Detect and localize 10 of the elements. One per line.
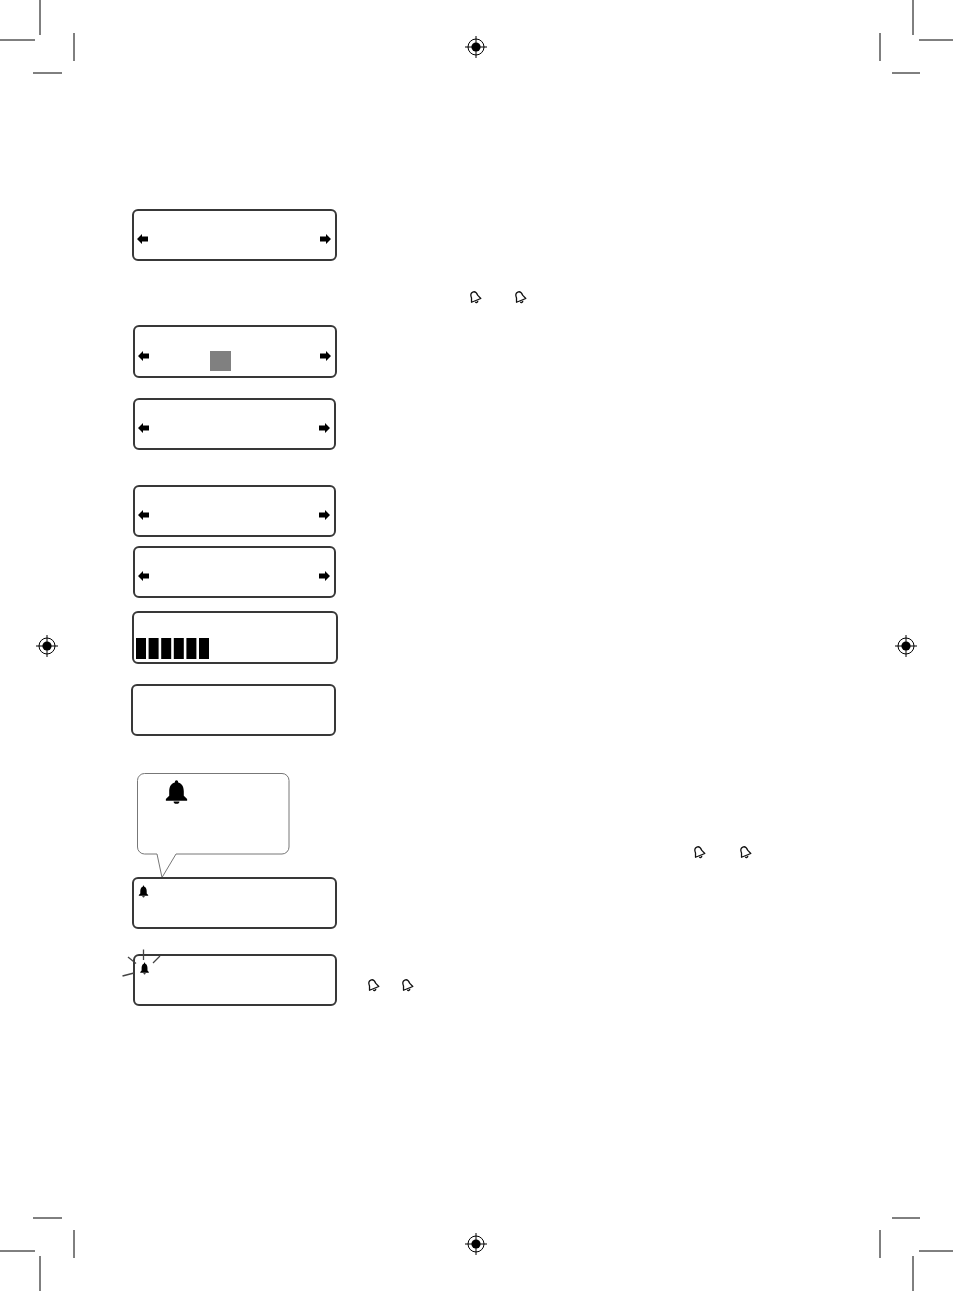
display-screen [132, 611, 338, 664]
display-screen [133, 398, 336, 450]
speech-bubble [137, 773, 290, 878]
display-screen [132, 877, 337, 929]
display-screen [132, 209, 337, 261]
display-screen [133, 954, 337, 1006]
display-screen [131, 684, 336, 736]
display-screen [133, 325, 337, 378]
display-screen [133, 485, 336, 537]
display-screen [133, 546, 336, 598]
